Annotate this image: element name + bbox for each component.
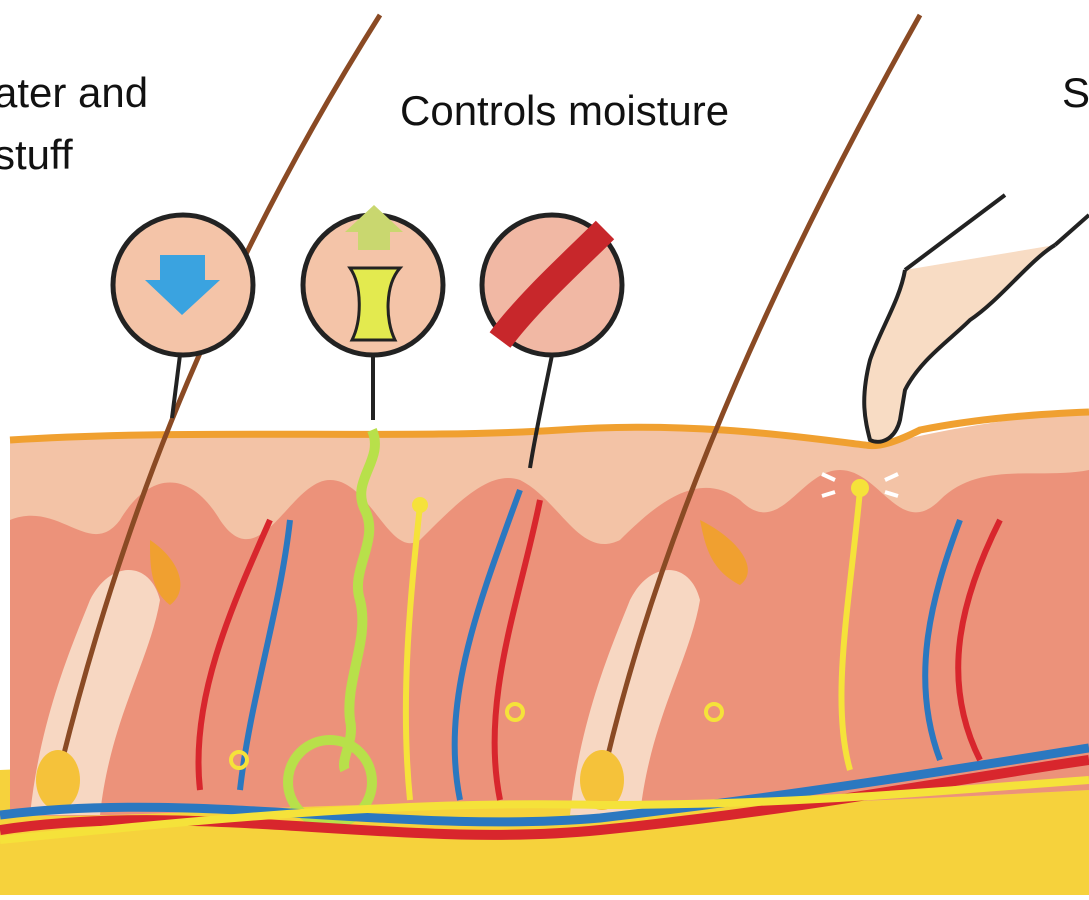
hair-bulb-left: [36, 750, 80, 810]
nerve-ending-1: [412, 497, 428, 513]
nerve-ending-2: [851, 479, 869, 497]
label-controls-moisture: Controls moisture: [400, 86, 729, 136]
label-stuff: stuff: [0, 130, 73, 180]
label-water-and: ater and: [0, 68, 148, 118]
pointing-finger-icon: [864, 195, 1089, 442]
label-right-partial: S: [1062, 68, 1089, 118]
